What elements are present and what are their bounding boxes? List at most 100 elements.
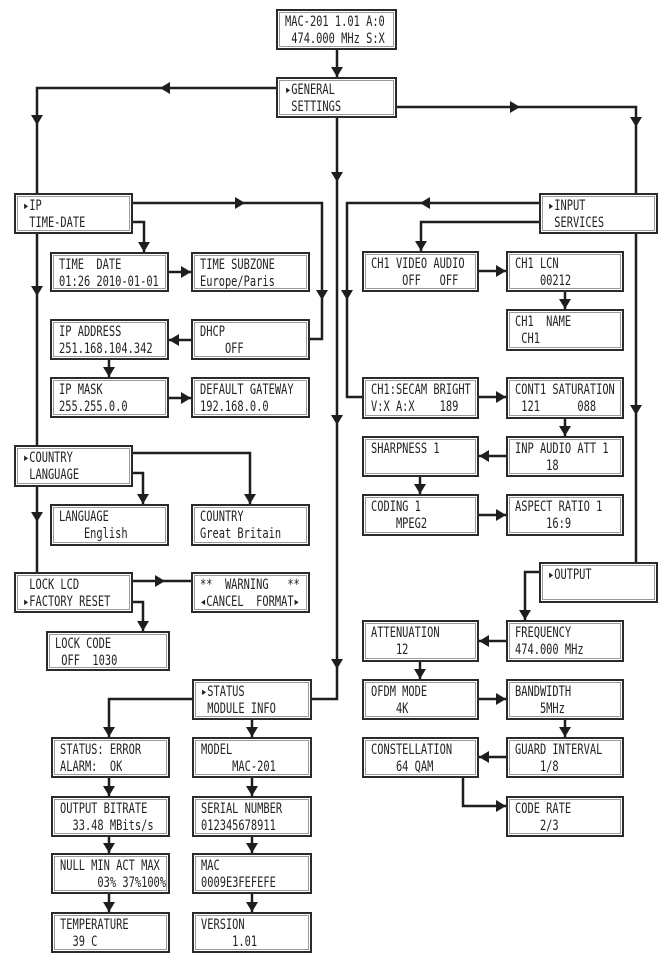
line-2: 64 QAM	[371, 759, 434, 775]
line-1: ATTENUATION	[371, 625, 440, 641]
line-2: LANGUAGE	[23, 467, 80, 483]
line-1: ▸GENERAL	[285, 82, 335, 98]
arrowhead-icon	[414, 484, 426, 494]
arrowhead-icon	[331, 172, 343, 182]
line-2: V:X A:X 189	[371, 399, 459, 415]
arrowhead-icon	[181, 392, 191, 404]
line-1: STATUS: ERROR	[60, 742, 142, 758]
arrowhead-icon	[103, 727, 115, 737]
line-2: 18	[515, 458, 559, 474]
line-2: 1/8	[515, 759, 559, 775]
line-1: GUARD INTERVAL	[515, 742, 603, 758]
connector-line	[461, 778, 506, 808]
box-sharpness: SHARPNESS 1	[362, 436, 479, 477]
line-2: 2/3	[515, 818, 559, 834]
connector-line	[133, 471, 145, 504]
line-2: ◂CANCEL FORMAT▸	[200, 594, 300, 610]
arrowhead-icon	[496, 509, 506, 521]
arrowhead-icon	[137, 494, 149, 504]
connector-line	[419, 220, 539, 251]
line-1: BANDWIDTH	[515, 684, 572, 700]
line-1: SHARPNESS 1	[371, 441, 440, 457]
line-1: CH1 LCN	[515, 256, 559, 272]
line-1: ** WARNING **	[200, 577, 300, 593]
line-1: LOCK LCD	[23, 577, 80, 593]
line-2: MODULE INFO	[201, 701, 276, 717]
line-1: DHCP	[200, 324, 225, 340]
arrowhead-icon	[169, 334, 179, 346]
line-2: MPEG2	[371, 516, 428, 532]
box-country-language: ▸COUNTRY LANGUAGE	[14, 445, 133, 487]
arrowhead-icon	[414, 669, 426, 679]
arrowhead-icon	[420, 197, 430, 209]
line-2: 33.48 MBits/s	[60, 818, 154, 834]
line-2: 012345678911	[201, 818, 276, 834]
box-main-display: MAC-201 1.01 A:0 474.000 MHz S:X	[276, 9, 397, 50]
box-code-rate: CODE RATE 2/3	[506, 796, 624, 837]
arrowhead-icon	[103, 367, 115, 377]
arrowhead-icon	[415, 241, 427, 251]
connector-line	[397, 105, 638, 193]
arrowhead-icon	[630, 117, 642, 127]
line-1: DEFAULT GATEWAY	[200, 382, 294, 398]
line-1: TEMPERATURE	[60, 917, 129, 933]
line-1: CODING 1	[371, 499, 421, 515]
line-2: MAC-201	[201, 759, 276, 775]
arrowhead-icon	[331, 67, 343, 77]
line-2: Europe/Paris	[200, 274, 275, 290]
box-guard-interval: GUARD INTERVAL 1/8	[506, 737, 624, 778]
box-status-module-info: ▸STATUS MODULE INFO	[192, 679, 312, 720]
box-aspect-ratio: ASPECT RATIO 1 16:9	[506, 494, 624, 536]
line-1: TIME SUBZONE	[200, 257, 275, 273]
box-bandwidth: BANDWIDTH 5MHz	[506, 679, 624, 720]
line-2: 4K	[371, 701, 409, 717]
box-coding: CODING 1 MPEG2	[362, 494, 479, 536]
line-1: MAC-201 1.01 A:0	[285, 14, 385, 30]
line-1: INP AUDIO ATT 1	[515, 441, 609, 457]
arrowhead-icon	[496, 265, 506, 277]
line-2: ALARM: OK	[60, 759, 123, 775]
arrowhead-icon	[496, 391, 506, 403]
arrowhead-icon	[246, 786, 258, 796]
line-2: 474.000 MHz	[515, 642, 584, 658]
arrowhead-icon	[31, 512, 43, 522]
line-2: 5MHz	[515, 701, 565, 717]
line-1: MAC	[201, 858, 220, 874]
box-ip-time-date: ▸IP TIME-DATE	[14, 193, 133, 234]
line-1: ▸COUNTRY	[23, 450, 73, 466]
line-1: TIME DATE	[59, 257, 122, 273]
connector-line	[107, 697, 192, 737]
arrowhead-icon	[496, 800, 506, 812]
line-1: CH1 VIDEO AUDIO	[371, 256, 465, 272]
arrowhead-icon	[246, 727, 258, 737]
line-1: ▸IP	[23, 198, 42, 214]
box-ch1-name: CH1 NAME CH1	[506, 309, 624, 351]
arrowhead-icon	[103, 786, 115, 796]
line-1: OUTPUT BITRATE	[60, 801, 148, 817]
line-2: TIME-DATE	[23, 215, 86, 231]
arrowhead-icon	[246, 902, 258, 912]
arrowhead-icon	[160, 82, 170, 94]
box-lock-code: LOCK CODE OFF 1030	[46, 631, 170, 671]
line-1: OFDM MODE	[371, 684, 428, 700]
line-2: 03% 37%100%	[60, 875, 167, 891]
box-model: MODEL MAC-201	[192, 737, 312, 778]
line-1: ASPECT RATIO 1	[515, 499, 603, 515]
line-2: Great Britain	[200, 526, 282, 542]
arrowhead-icon	[31, 286, 43, 296]
arrowhead-icon	[479, 751, 489, 763]
arrowhead-icon	[341, 290, 353, 300]
line-1: NULL MIN ACT MAX	[60, 858, 160, 874]
connector-line	[523, 570, 539, 620]
box-constellation: CONSTELLATION 64 QAM	[362, 737, 479, 778]
arrowhead-icon	[630, 405, 642, 415]
